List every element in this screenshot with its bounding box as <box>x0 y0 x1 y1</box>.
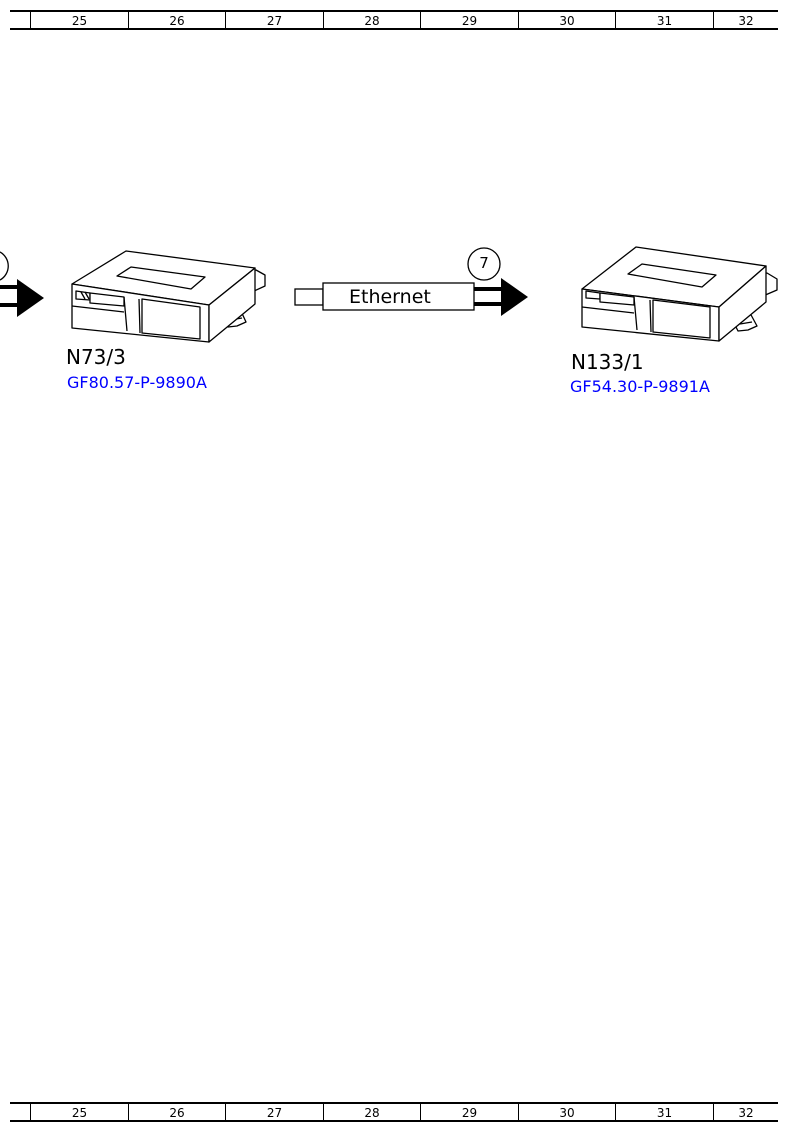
ruler-col-31: 31 <box>615 12 713 28</box>
incoming-arrow-icon <box>0 279 44 317</box>
ruler-col-30: 30 <box>518 1104 615 1120</box>
ethernet-label: Ethernet <box>349 286 431 308</box>
ruler-col-32: 32 <box>713 1104 778 1120</box>
ruler-col-31: 31 <box>615 1104 713 1120</box>
ruler-col-29: 29 <box>420 1104 518 1120</box>
marker-circle-icon <box>467 247 501 281</box>
offpage-connector-circle <box>0 251 9 281</box>
ruler-col-29: 29 <box>420 12 518 28</box>
ruler-col-26: 26 <box>128 1104 225 1120</box>
ruler-col-32: 32 <box>713 12 778 28</box>
ruler-col-27: 27 <box>225 1104 323 1120</box>
ruler-col-25: 25 <box>30 12 128 28</box>
ruler-col-28: 28 <box>323 12 420 28</box>
component-label-n73-3: N73/3 <box>66 345 126 369</box>
ruler-col-25: 25 <box>30 1104 128 1120</box>
marker-number: 7 <box>479 254 489 272</box>
reference-link-n133-1[interactable]: GF54.30-P-9891A <box>570 377 710 396</box>
ruler-col-30: 30 <box>518 12 615 28</box>
top-column-ruler: 25 26 27 28 29 30 31 32 <box>10 10 778 30</box>
ruler-col-26: 26 <box>128 12 225 28</box>
ruler-col-28: 28 <box>323 1104 420 1120</box>
ethernet-cable-icon <box>294 278 528 316</box>
bottom-column-ruler: 25 26 27 28 29 30 31 32 <box>10 1102 778 1122</box>
reference-link-n73-3[interactable]: GF80.57-P-9890A <box>67 373 207 392</box>
component-label-n133-1: N133/1 <box>571 350 644 374</box>
control-unit-n73-3-icon <box>71 250 266 343</box>
ruler-col-27: 27 <box>225 12 323 28</box>
control-unit-n133-1-icon <box>581 246 778 342</box>
